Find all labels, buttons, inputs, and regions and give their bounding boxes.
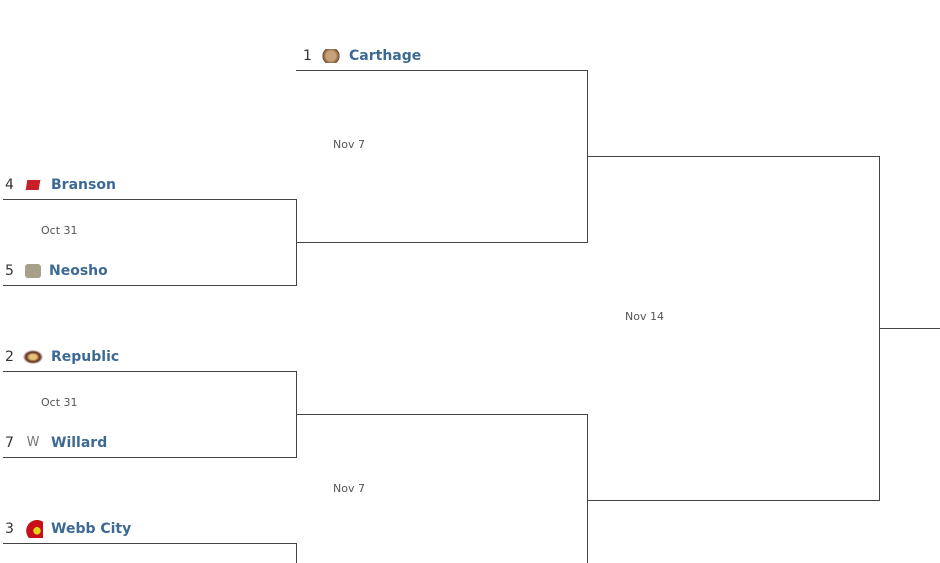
team-branson: 4 Branson bbox=[5, 175, 116, 195]
bracket-line bbox=[296, 70, 587, 71]
willard-logo-icon: W bbox=[26, 435, 40, 450]
seed: 3 bbox=[5, 521, 14, 537]
game-date: Nov 14 bbox=[625, 310, 664, 323]
team-neosho: 5 Neosho bbox=[5, 261, 108, 281]
team-willard: 7 W Willard bbox=[5, 433, 107, 453]
team-link[interactable]: Neosho bbox=[49, 263, 108, 279]
team-link[interactable]: Branson bbox=[51, 177, 116, 193]
carthage-logo-icon bbox=[321, 49, 341, 63]
bracket-line bbox=[3, 371, 296, 372]
bracket-line bbox=[587, 500, 879, 501]
bracket-line bbox=[3, 285, 296, 286]
team-webb-city: 3 Webb City bbox=[5, 519, 131, 539]
neosho-logo-icon bbox=[25, 264, 41, 278]
team-link[interactable]: Webb City bbox=[51, 521, 132, 537]
game-date: Oct 31 bbox=[41, 396, 78, 409]
seed: 1 bbox=[303, 48, 312, 64]
bracket-line bbox=[3, 457, 296, 458]
game-date: Nov 7 bbox=[333, 482, 365, 495]
game-date: Oct 31 bbox=[41, 224, 78, 237]
team-republic: 2 Republic bbox=[5, 347, 119, 367]
republic-logo-icon bbox=[23, 350, 43, 364]
bracket-line bbox=[296, 543, 297, 563]
bracket-line bbox=[3, 543, 296, 544]
bracket-line bbox=[587, 414, 588, 563]
bracket-line bbox=[296, 199, 297, 286]
seed: 4 bbox=[5, 177, 14, 193]
team-link[interactable]: Willard bbox=[51, 435, 108, 451]
team-carthage: 1 Carthage bbox=[303, 46, 421, 66]
game-date: Nov 7 bbox=[333, 138, 365, 151]
webb-city-logo-icon bbox=[23, 520, 43, 538]
seed: 7 bbox=[5, 435, 14, 451]
seed: 5 bbox=[5, 263, 14, 279]
bracket-line bbox=[296, 242, 587, 243]
bracket-line bbox=[3, 199, 296, 200]
branson-logo-icon bbox=[23, 180, 43, 190]
bracket-line bbox=[296, 414, 587, 415]
bracket-line bbox=[587, 156, 879, 157]
team-link[interactable]: Republic bbox=[51, 349, 120, 365]
team-link[interactable]: Carthage bbox=[349, 48, 422, 64]
seed: 2 bbox=[5, 349, 14, 365]
bracket-line bbox=[879, 328, 940, 329]
